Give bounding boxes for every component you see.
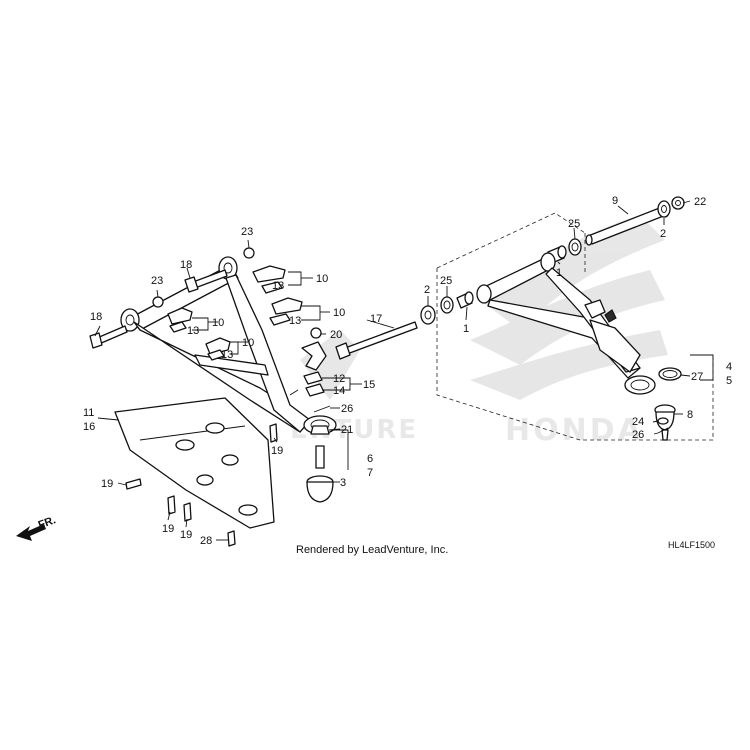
callout-labels: 9 22 2 25 1 2 25 1 17 4 5 27 8 24 26 23 … bbox=[83, 195, 732, 547]
callout-13: 13 bbox=[272, 280, 284, 292]
brake-hose-clamp-10-a bbox=[252, 265, 286, 283]
callout-20: 20 bbox=[330, 329, 342, 341]
rendered-by-credit: Rendered by LeadVenture, Inc. bbox=[296, 544, 448, 556]
upper-arm-group-box bbox=[436, 212, 714, 441]
callout-16: 16 bbox=[83, 421, 95, 433]
callout-19: 19 bbox=[101, 478, 113, 490]
callout-6: 6 bbox=[367, 453, 373, 465]
bushing-2-left bbox=[420, 305, 436, 325]
upper-a-arm bbox=[476, 252, 656, 395]
nut-23-lower bbox=[152, 296, 164, 308]
collar-1-left bbox=[456, 291, 474, 309]
brake-hose-clamp-10-d bbox=[205, 337, 231, 355]
cotter-pin-26-right bbox=[657, 427, 669, 434]
callout-7: 7 bbox=[367, 467, 373, 479]
callout-9: 9 bbox=[612, 195, 618, 207]
callout-10: 10 bbox=[333, 307, 345, 319]
callout-12: 12 bbox=[333, 373, 345, 385]
callout-21: 21 bbox=[341, 424, 353, 436]
seal-25-right bbox=[568, 238, 582, 256]
bolt-18-lower bbox=[89, 325, 128, 349]
brake-hose-clamp-13-a bbox=[261, 281, 283, 294]
callout-10: 10 bbox=[316, 273, 328, 285]
honda-wing-logo-icon bbox=[300, 215, 668, 400]
callout-24: 24 bbox=[632, 416, 644, 428]
brake-hose-clamp-10-c bbox=[167, 307, 193, 325]
callout-17: 17 bbox=[370, 313, 382, 325]
bracket-12 bbox=[301, 341, 327, 371]
brake-hose-clamp-13-b bbox=[269, 313, 291, 326]
callout-23: 23 bbox=[151, 275, 163, 287]
nut-20 bbox=[310, 327, 322, 339]
callout-22: 22 bbox=[694, 196, 706, 208]
brake-hose-clamp-13-c bbox=[169, 321, 187, 333]
callout-25: 25 bbox=[440, 275, 452, 287]
bolt-19-d bbox=[183, 502, 192, 522]
callout-13: 13 bbox=[221, 349, 233, 361]
ball-joint-3 bbox=[306, 445, 334, 503]
bolt-17 bbox=[335, 321, 418, 360]
callout-26: 26 bbox=[341, 403, 353, 415]
diagram-code: HL4LF1500 bbox=[668, 540, 715, 550]
nut-21 bbox=[310, 425, 330, 435]
callout-28: 28 bbox=[200, 535, 212, 547]
nut-23-upper bbox=[243, 247, 255, 259]
lower-a-arm bbox=[120, 256, 337, 435]
callout-4: 4 bbox=[726, 361, 732, 373]
callout-2: 2 bbox=[660, 228, 666, 240]
bolt-19-c bbox=[167, 495, 176, 515]
callout-10: 10 bbox=[242, 337, 254, 349]
callout-8: 8 bbox=[687, 409, 693, 421]
watermark-text-right: HONDA bbox=[505, 413, 644, 448]
bolt-18-upper bbox=[184, 269, 228, 293]
bracket-14 bbox=[303, 371, 325, 397]
bolt-19-a bbox=[125, 478, 142, 490]
callout-25: 25 bbox=[568, 218, 580, 230]
callout-2: 2 bbox=[424, 284, 430, 296]
callout-3: 3 bbox=[340, 477, 346, 489]
callout-15: 15 bbox=[363, 379, 375, 391]
front-direction-label: FR. bbox=[37, 514, 58, 531]
callout-10: 10 bbox=[212, 317, 224, 329]
callout-27: 27 bbox=[691, 371, 703, 383]
front-direction-arrow-icon bbox=[16, 524, 46, 541]
callout-19: 19 bbox=[271, 445, 283, 457]
callout-1: 1 bbox=[463, 323, 469, 335]
callout-18: 18 bbox=[180, 259, 192, 271]
front-direction-marker: FR. bbox=[16, 514, 57, 541]
cotter-pin-26-left bbox=[313, 405, 331, 413]
callout-19: 19 bbox=[162, 523, 174, 535]
leader-lines bbox=[94, 200, 714, 541]
callout-19: 19 bbox=[180, 529, 192, 541]
circlip-27 bbox=[658, 367, 682, 381]
callout-26: 26 bbox=[632, 429, 644, 441]
callout-5: 5 bbox=[726, 375, 732, 387]
nut-22 bbox=[671, 196, 685, 210]
callout-11: 11 bbox=[83, 407, 94, 419]
callout-23: 23 bbox=[241, 226, 253, 238]
callout-18: 18 bbox=[90, 311, 102, 323]
brake-hose-clamp-13-d bbox=[207, 349, 225, 361]
callout-14: 14 bbox=[333, 385, 345, 397]
callout-13: 13 bbox=[289, 315, 301, 327]
seal-25-left bbox=[440, 296, 454, 314]
callout-1: 1 bbox=[556, 267, 562, 279]
nut-24 bbox=[657, 417, 669, 425]
bushing-2-upper bbox=[657, 200, 671, 218]
skid-plate bbox=[114, 397, 275, 529]
brake-hose-clamp-10-b bbox=[271, 297, 303, 315]
bolt-28 bbox=[227, 530, 236, 547]
callout-13: 13 bbox=[187, 325, 199, 337]
bolt-19-b bbox=[269, 423, 278, 443]
